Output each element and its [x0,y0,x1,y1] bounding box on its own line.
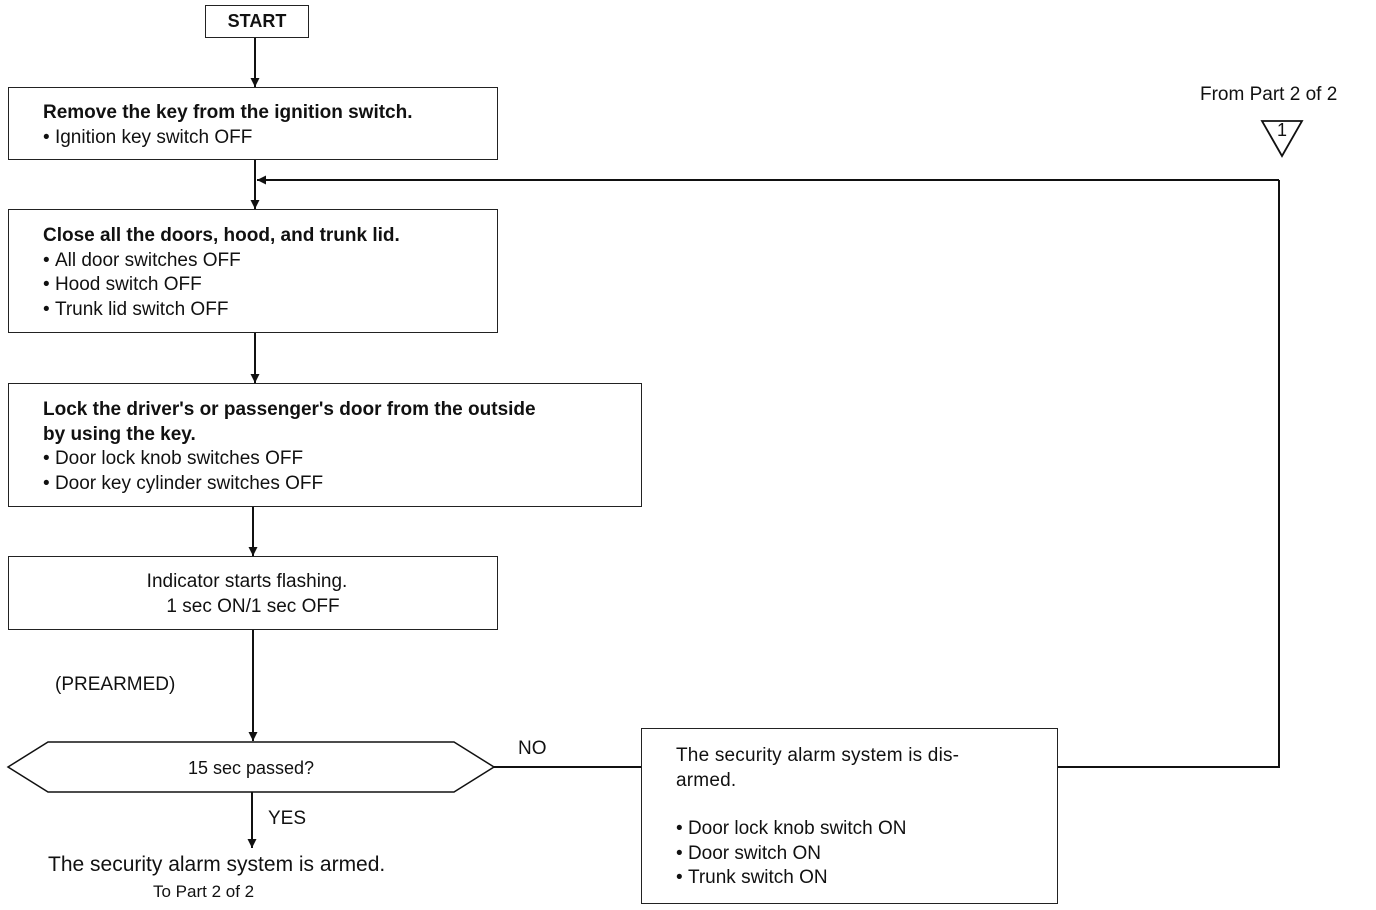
step-close-doors-title: Close all the doors, hood, and trunk lid… [43,225,400,246]
result-disarmed-title-line: The security alarm system is dis- [676,745,960,766]
step-close-doors-item: Trunk lid switch OFF [43,298,497,323]
step-remove-key-title: Remove the key from the ignition switch. [43,102,413,123]
step-lock-door-title: Lock the driver's or passenger's door fr… [43,399,536,420]
decision-shape [6,741,496,793]
step-lock-door-item: Door lock knob switches OFF [43,447,641,472]
result-disarmed-title: The security alarm system is dis- armed. [676,744,1036,793]
step-lock-door-item: Door key cylinder switches OFF [43,472,641,497]
prearmed-label: (PREARMED) [55,674,176,695]
offpage-connector-shape [1260,120,1304,158]
result-next-part: To Part 2 of 2 [153,882,255,901]
offpage-connector-label: From Part 2 of 2 [1200,84,1338,105]
result-disarmed-item: Door switch ON [676,842,907,867]
result-disarmed-item: Door lock knob switch ON [676,817,907,842]
step-remove-key-item: Ignition key switch OFF [43,126,497,151]
start-terminal: START [205,5,309,38]
decision-yes-label: YES [268,808,307,829]
decision-no-label: NO [518,738,547,759]
step-indicator-flashing: Indicator starts flashing. 1 sec ON/1 se… [8,556,498,630]
result-disarmed-list: Door lock knob switch ON Door switch ON … [676,817,907,891]
step-indicator-line: 1 sec ON/1 sec OFF [166,595,340,617]
result-disarmed-item: Trunk switch ON [676,866,907,891]
step-remove-key: Remove the key from the ignition switch.… [8,87,498,160]
result-disarmed: The security alarm system is dis- armed.… [641,728,1058,904]
step-indicator-line: Indicator starts flashing. [146,571,348,592]
step-close-doors-item: Hood switch OFF [43,273,497,298]
step-lock-door-title: by using the key. [43,423,196,445]
result-disarmed-title-line: armed. [676,769,737,791]
start-label: START [227,11,287,31]
result-armed-text: The security alarm system is armed. [48,853,386,876]
line-disarmed-return [1057,180,1280,768]
step-lock-door: Lock the driver's or passenger's door fr… [8,383,642,507]
offpage-connector-number: 1 [1276,120,1287,140]
decision-question: 15 sec passed? [187,758,315,778]
step-close-doors-item: All door switches OFF [43,249,497,274]
step-close-doors: Close all the doors, hood, and trunk lid… [8,209,498,333]
